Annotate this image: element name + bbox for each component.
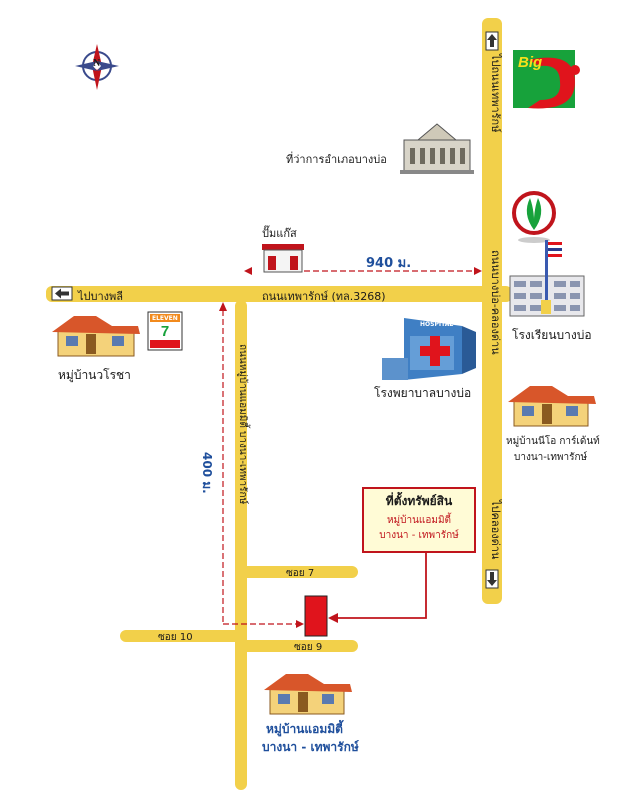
distance-vertical-label: 400 ม.	[200, 452, 214, 494]
big-c-label: Big	[518, 54, 543, 71]
direction-thepharak: ไปถนนเทพารักษ์	[489, 54, 502, 133]
compass-north-label: N	[93, 58, 101, 69]
soi-7-label: ซอย 7	[286, 568, 315, 579]
property-title: ที่ตั้งทรัพย์สิน	[385, 494, 453, 508]
property-line-2: บางนา - เทพารักษ์	[379, 530, 459, 541]
government-building-icon	[400, 123, 474, 174]
direction-bang-phli: ไปบางพลี	[78, 290, 124, 303]
district-office-label: ที่ว่าการอำเภอบางบ่อ	[286, 153, 387, 166]
house-icon	[264, 674, 352, 715]
property-line-1: หมู่บ้านแอมมิตี้	[386, 515, 452, 526]
village-worracha-label: หมู่บ้านวโรชา	[58, 368, 131, 382]
road-thepharak	[46, 286, 512, 302]
gas-station-icon	[262, 244, 304, 273]
road-soi-7	[240, 566, 358, 578]
gas-station-label: ปั๊มแก๊ส	[262, 227, 297, 240]
road-bangbo-khlongdan	[482, 18, 502, 604]
house-icon	[52, 316, 140, 357]
arrow-left-box-icon	[51, 286, 73, 301]
direction-khlong-dan: ไปคลองด่าน	[489, 500, 502, 560]
road-bangbo-label: ถนนบางบ่อ-คลองด่าน	[489, 250, 502, 355]
big-c-logo	[513, 50, 580, 109]
property-callout: ที่ตั้งทรัพย์สิน หมู่บ้านแอมมิตี้ บางนา …	[362, 487, 476, 553]
house-icon	[508, 386, 596, 427]
school-label: โรงเรียนบางบ่อ	[512, 328, 592, 342]
arrow-up-icon	[219, 302, 227, 311]
road-soi-9	[240, 640, 358, 652]
seven-eleven-text: ELEVEN	[152, 315, 178, 322]
road-amity-label: ถนนหมู่บ้านแอมมิตี้ บางนา-เทพารักษ์	[237, 344, 248, 505]
arrow-right-icon	[296, 620, 304, 628]
compass-icon	[75, 44, 119, 90]
hospital-sign: HOSPITAL	[420, 321, 454, 328]
arrow-right-icon	[474, 267, 482, 275]
road-soi-10	[120, 630, 244, 642]
svg-text:7: 7	[161, 323, 169, 340]
road-amity-village	[235, 300, 247, 790]
arrow-left-icon	[244, 267, 252, 275]
village-neo-label-2: บางนา-เทพารักษ์	[514, 452, 588, 463]
distance-horizontal-label: 940 ม.	[366, 256, 412, 271]
soi-9-label: ซอย 9	[294, 642, 323, 653]
soi-10-label: ซอย 10	[158, 632, 193, 643]
seven-eleven-logo: 7	[147, 311, 183, 351]
arrow-down-box-icon	[485, 569, 499, 589]
hospital-label: โรงพยาบาลบางบ่อ	[374, 386, 472, 400]
kbank-logo	[512, 191, 556, 243]
village-amity-label-2: บางนา - เทพารักษ์	[262, 740, 359, 754]
callout-line	[334, 549, 427, 619]
callout-arrow-icon	[328, 613, 338, 623]
village-neo-label-1: หมู่บ้านนีโอ การ์เด้นท์	[506, 436, 600, 447]
village-amity-label-1: หมู่บ้านแอมมิตี้	[266, 722, 343, 736]
property-marker[interactable]	[304, 595, 328, 637]
arrow-up-box-icon	[485, 31, 499, 51]
flag-icon	[545, 240, 562, 300]
hospital-icon	[382, 318, 476, 380]
road-thepharak-label: ถนนเทพารักษ์ (ทล.3268)	[262, 290, 386, 303]
